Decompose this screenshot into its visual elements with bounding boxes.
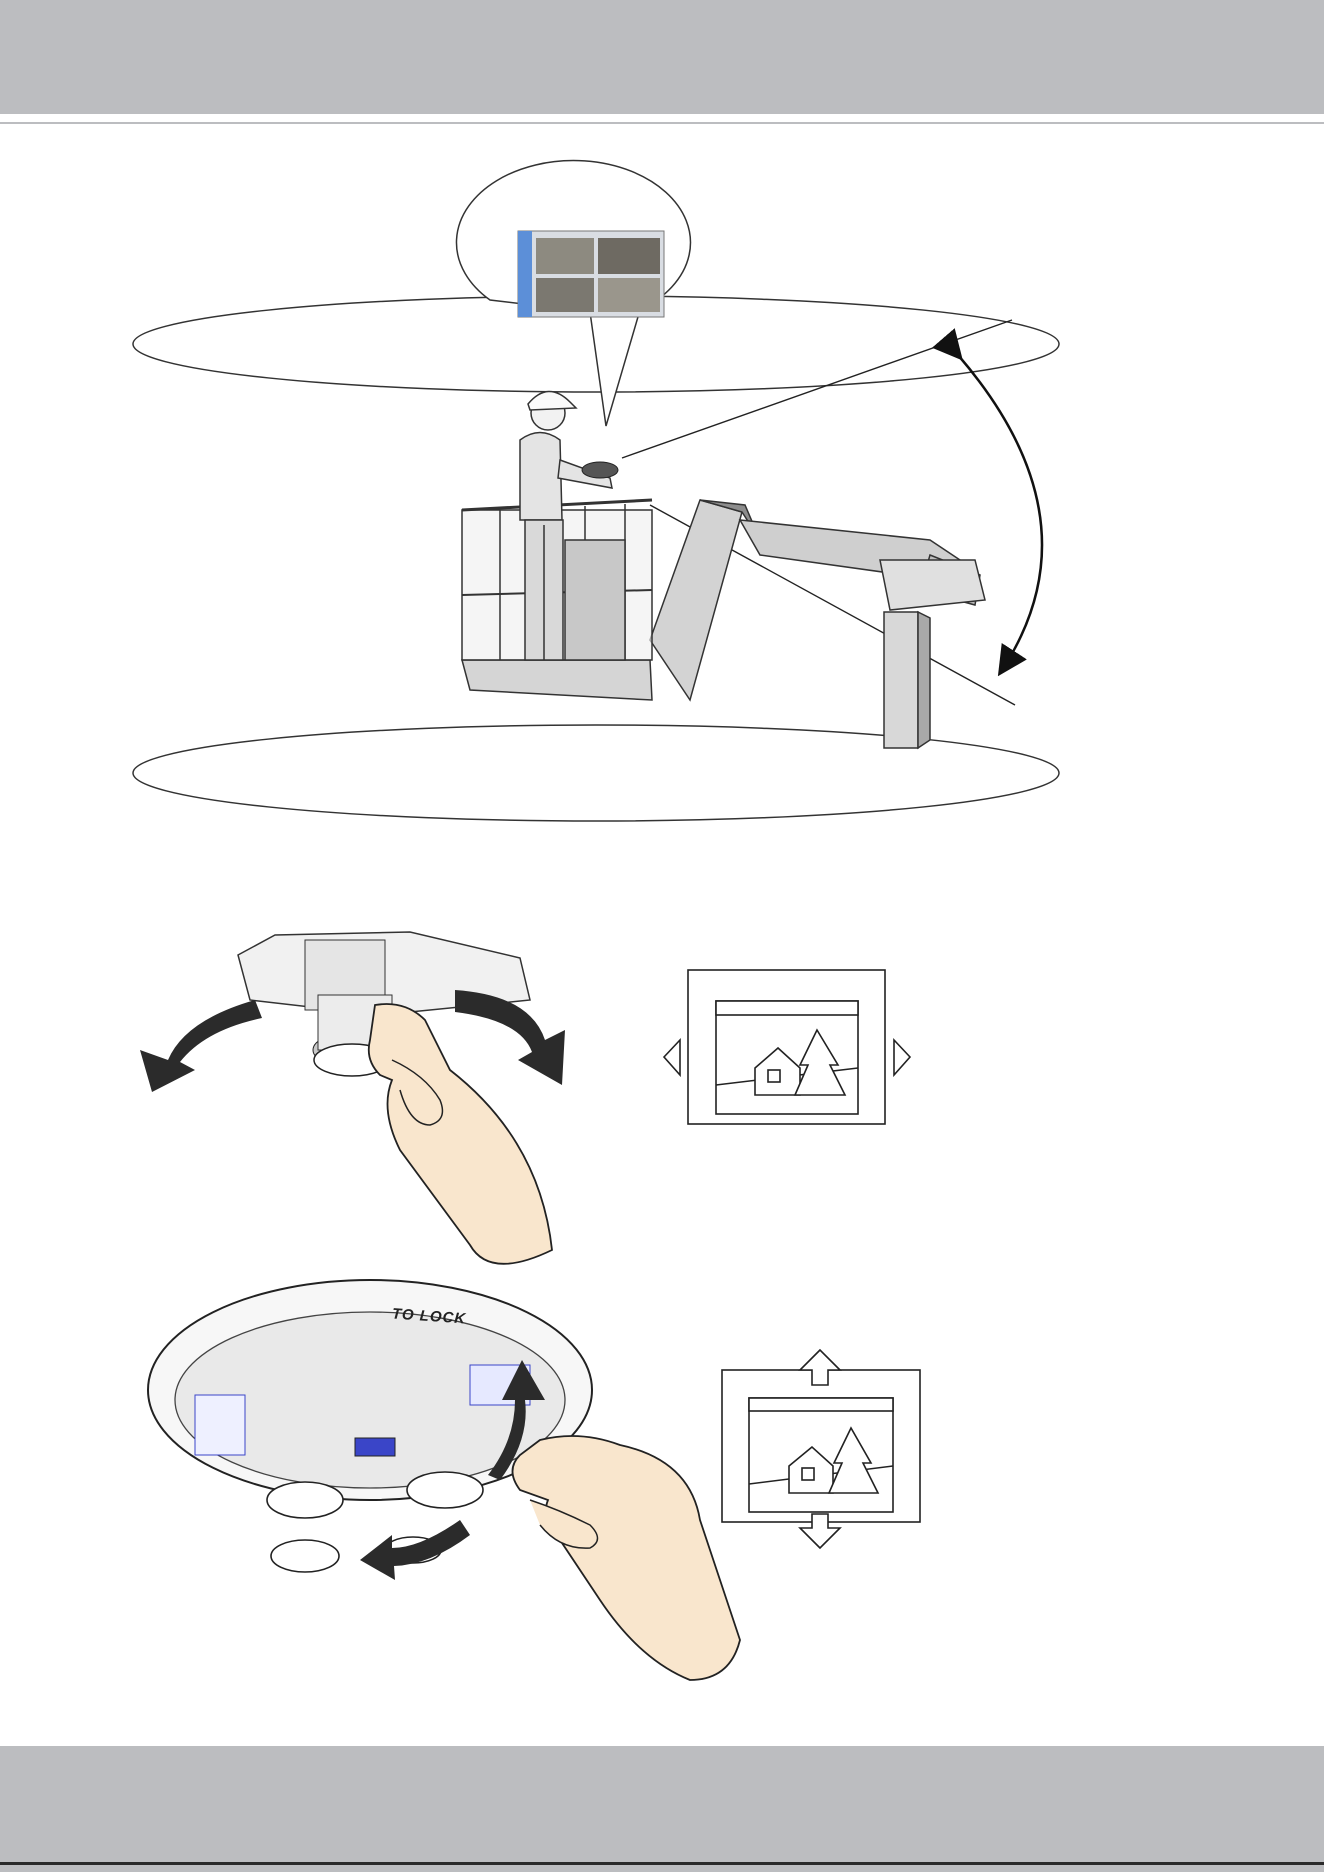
live-view-bubble [456, 161, 690, 426]
footer-rule [0, 1862, 1324, 1865]
rotate-left-arrow-icon [140, 1000, 262, 1092]
rotate-right-arrow-icon [455, 990, 565, 1085]
tilt-preview-frame-icon [722, 1350, 920, 1548]
tilt-figure [148, 1280, 740, 1680]
hand-pan-icon [369, 1004, 552, 1264]
tilt-down-arrow-icon [360, 1520, 470, 1580]
hand-tilt-icon [513, 1436, 741, 1680]
pan-preview-frame-icon [664, 970, 910, 1124]
pan-figure [140, 932, 565, 1264]
camera-held-icon [582, 462, 618, 478]
height-arrow-icon [958, 355, 1042, 670]
boom-arm [650, 500, 985, 748]
footer-band [0, 1746, 1324, 1872]
